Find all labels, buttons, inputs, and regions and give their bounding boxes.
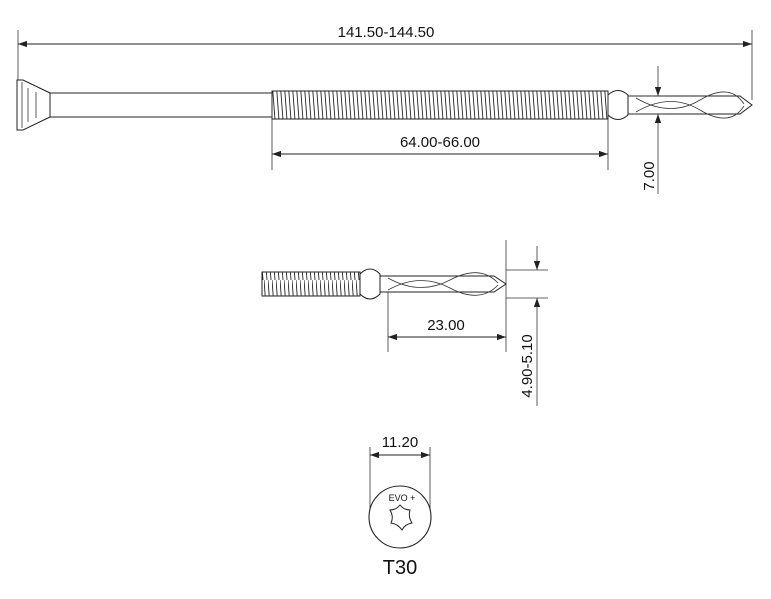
drill-tip-length-label: 23.00 xyxy=(427,317,465,334)
drive-type-label: T30 xyxy=(383,557,417,579)
thread-diameter-label: 7.00 xyxy=(641,161,658,190)
screw-thread xyxy=(271,90,609,120)
overall-length-label: 141.50-144.50 xyxy=(338,24,435,41)
detail-thread xyxy=(261,271,361,297)
head-end-view xyxy=(368,447,432,549)
thread-length-label: 64.00-66.00 xyxy=(400,134,480,151)
drill-tip-diameter-label: 4.90-5.10 xyxy=(519,334,536,397)
screw-shank xyxy=(49,92,273,118)
head-diameter-label: 11.20 xyxy=(382,434,418,451)
screw-side-view xyxy=(16,30,753,194)
screw-neck xyxy=(607,90,629,120)
torx-recess-icon xyxy=(389,504,413,531)
detail-drill-tip xyxy=(379,275,507,293)
drill-tip-detail xyxy=(261,240,548,406)
head-marking-label: EVO + xyxy=(389,493,416,503)
